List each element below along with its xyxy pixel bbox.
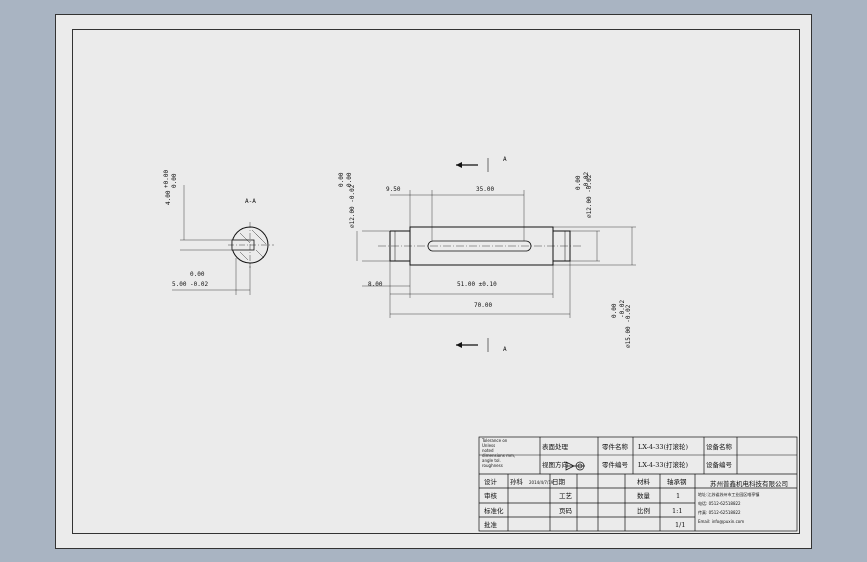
- dim-left-step: 8.00: [368, 281, 383, 288]
- section-view: [172, 185, 274, 295]
- scale-value: 1:1: [672, 507, 682, 515]
- dim-right-tol-upper: 0.00: [575, 175, 582, 190]
- dim-slot-length: 35.00: [476, 186, 494, 193]
- section-label: A-A: [245, 198, 256, 205]
- surface-treatment-label: 表面处理: [542, 442, 569, 451]
- note-line-2: Unless: [482, 443, 495, 448]
- section-dim-bottom-upper: 0.00: [190, 271, 205, 278]
- dim-mid-length: 51.00 ±0.10: [457, 281, 497, 288]
- check-label: 审核: [484, 491, 498, 500]
- equip-no-label: 设备编号: [706, 460, 733, 469]
- dim-offset: 9.50: [386, 186, 401, 193]
- section-dim-top-upper: +0.00: [163, 170, 170, 188]
- std-label: 标准化: [484, 506, 504, 515]
- title-block: [478, 436, 798, 532]
- projection-label: 视图方向: [542, 460, 568, 469]
- drawing-frame: [72, 29, 800, 534]
- dim-right-diameter: ⌀12.00 -0.02: [586, 174, 593, 218]
- sheet-label: 页码: [559, 507, 573, 515]
- dim-left-tol-lower: 0.00: [346, 172, 353, 187]
- shaft-view: [356, 158, 636, 352]
- note-line-6: roughness: [482, 463, 503, 468]
- part-no-label: 零件编号: [602, 460, 629, 469]
- design-date: 2014/4/7/19: [529, 480, 554, 485]
- qty-label: 数量: [637, 491, 651, 500]
- section-dim-top-lower: 0.00: [171, 173, 178, 188]
- date-label: 日期: [552, 478, 566, 486]
- part-no-value: LX-4-33(打滚轮): [638, 460, 689, 469]
- drawing-sheet: [55, 14, 812, 549]
- design-label: 设计: [484, 477, 498, 486]
- dim-big-tol-upper: 0.00: [611, 303, 618, 318]
- section-dim-bottom-value: 5.00 -0.02: [172, 281, 209, 288]
- company-email: Email: info@puxin.com: [698, 519, 744, 524]
- dim-right-tol-lower: -0.02: [583, 172, 590, 190]
- note-line-5: angle tol.: [482, 458, 501, 463]
- section-marker-bottom: A: [503, 346, 507, 353]
- signature: 孙科: [510, 477, 524, 486]
- company-fax: 传真: 0512-62518822: [698, 509, 741, 515]
- material-value: 轴承钢: [667, 477, 687, 486]
- note-line-1: Tolerance on: [481, 438, 508, 443]
- qty-value: 1: [676, 492, 680, 500]
- dim-big-diameter: ⌀15.00 -0.02: [625, 304, 632, 348]
- dim-total-length: 70.00: [474, 302, 492, 309]
- note-line-3: noted: [482, 448, 494, 453]
- equip-name-label: 设备名称: [706, 442, 733, 451]
- company-phone: 电话: 0512-62518822: [698, 500, 741, 506]
- sheet-value: 1/1: [675, 521, 685, 529]
- approve-label: 批准: [484, 520, 498, 529]
- note-line-4: dimensions mm,: [482, 453, 515, 458]
- dim-big-tol-lower: -0.02: [619, 300, 626, 318]
- company-address: 地址:江苏省苏州市工业园区唯亭镇: [698, 491, 759, 497]
- dim-left-diameter: ⌀12.00 -0.02: [349, 184, 356, 228]
- company-name: 苏州普鑫机电科技有限公司: [710, 479, 788, 488]
- section-dim-top-value: 4.00: [165, 190, 172, 205]
- material-name-label: 零件名称: [602, 442, 629, 451]
- material-name-value: LX-4-33(打滚轮): [638, 442, 689, 451]
- material-label: 材料: [637, 477, 651, 486]
- dim-left-tol-upper: 0.00: [338, 172, 345, 187]
- scale-label: 比例: [637, 506, 650, 515]
- section-arrows: [456, 162, 462, 348]
- process-label: 工艺: [559, 492, 573, 500]
- section-marker-top: A: [503, 156, 507, 163]
